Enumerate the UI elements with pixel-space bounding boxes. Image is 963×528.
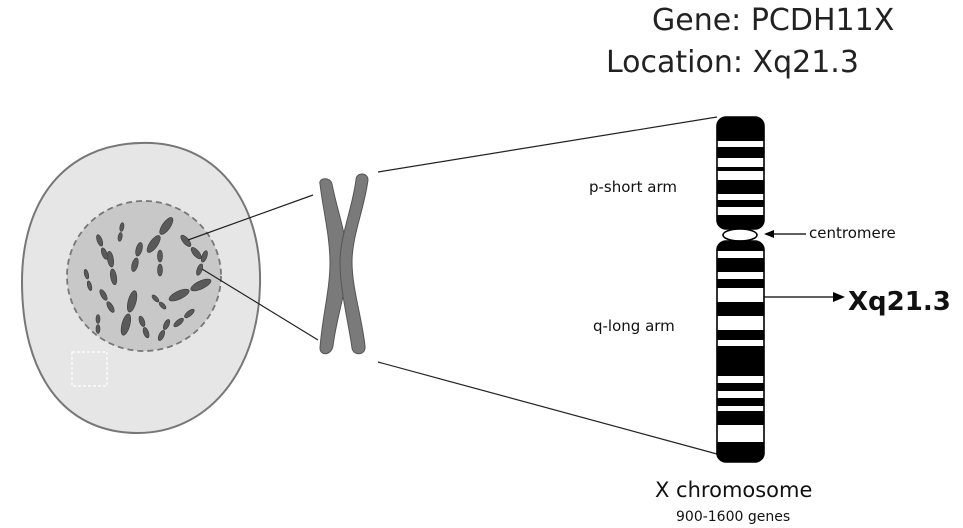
band-black [717,167,764,171]
q-arm-outline [716,240,765,463]
centromere-arrowhead [764,230,774,238]
band-black [717,302,764,316]
gene-label: Gene: PCDH11X [652,3,895,38]
nucleus-chromosomes [83,217,212,341]
band-black [717,411,764,425]
chromosome-small [157,249,163,277]
chromosome-small [180,234,202,260]
chromosome-small [99,289,115,313]
annotation-arrows [764,230,845,302]
x-chromosome-ideogram [716,116,765,463]
location-label: Location: Xq21.3 [606,45,859,80]
highlighted-band-label: Xq21.3 [848,287,951,317]
p-arm-label: p-short arm [589,178,677,196]
chromosome-small [83,269,93,291]
band-black [717,200,764,207]
band-black [717,258,764,272]
zoom-line-bottom [377,361,718,455]
zoom-line-lower [201,268,319,341]
band-black [717,117,764,141]
band-arrowhead [833,292,845,302]
cell-organelle-outline [71,351,108,387]
chromatid-left [319,178,349,355]
zoom-lines-chromosome [377,116,718,455]
zoom-line-top [377,116,718,173]
chromosome-small [196,250,208,276]
chromosome-small [157,319,171,341]
band-black [717,180,764,194]
centromere-label: centromere [809,224,896,242]
chromatid-right [339,173,369,355]
cell [20,141,262,435]
chromosome-small [173,308,195,328]
chromosome-small [96,234,108,260]
chromosome-title: X chromosome [655,478,813,502]
band-black [717,383,764,391]
zoom-lines-nucleus [187,194,319,341]
chromosome-small [95,314,101,334]
chromosome-small [151,294,167,310]
band-black [717,442,764,462]
band-black [717,398,764,406]
q-arm-label: q-long arm [593,317,675,335]
chromosome-small [146,217,174,253]
centromere [722,228,758,242]
band-black [717,147,764,158]
chromosome-small [138,315,150,339]
gene-count-label: 900-1600 genes [676,509,791,525]
chromosome-small [106,250,118,286]
magnified-chromosome [319,173,369,355]
band-black [717,330,764,340]
band-black [717,215,764,229]
band-black [717,241,764,251]
chromosome-small [131,242,143,272]
chromosome-small [117,222,125,242]
p-arm [717,117,764,229]
zoom-line-upper [187,194,314,241]
band-black [717,279,764,288]
q-arm [717,241,764,462]
chromosome-small [120,290,138,336]
band-black [717,346,764,376]
chromosome-small [168,278,212,302]
